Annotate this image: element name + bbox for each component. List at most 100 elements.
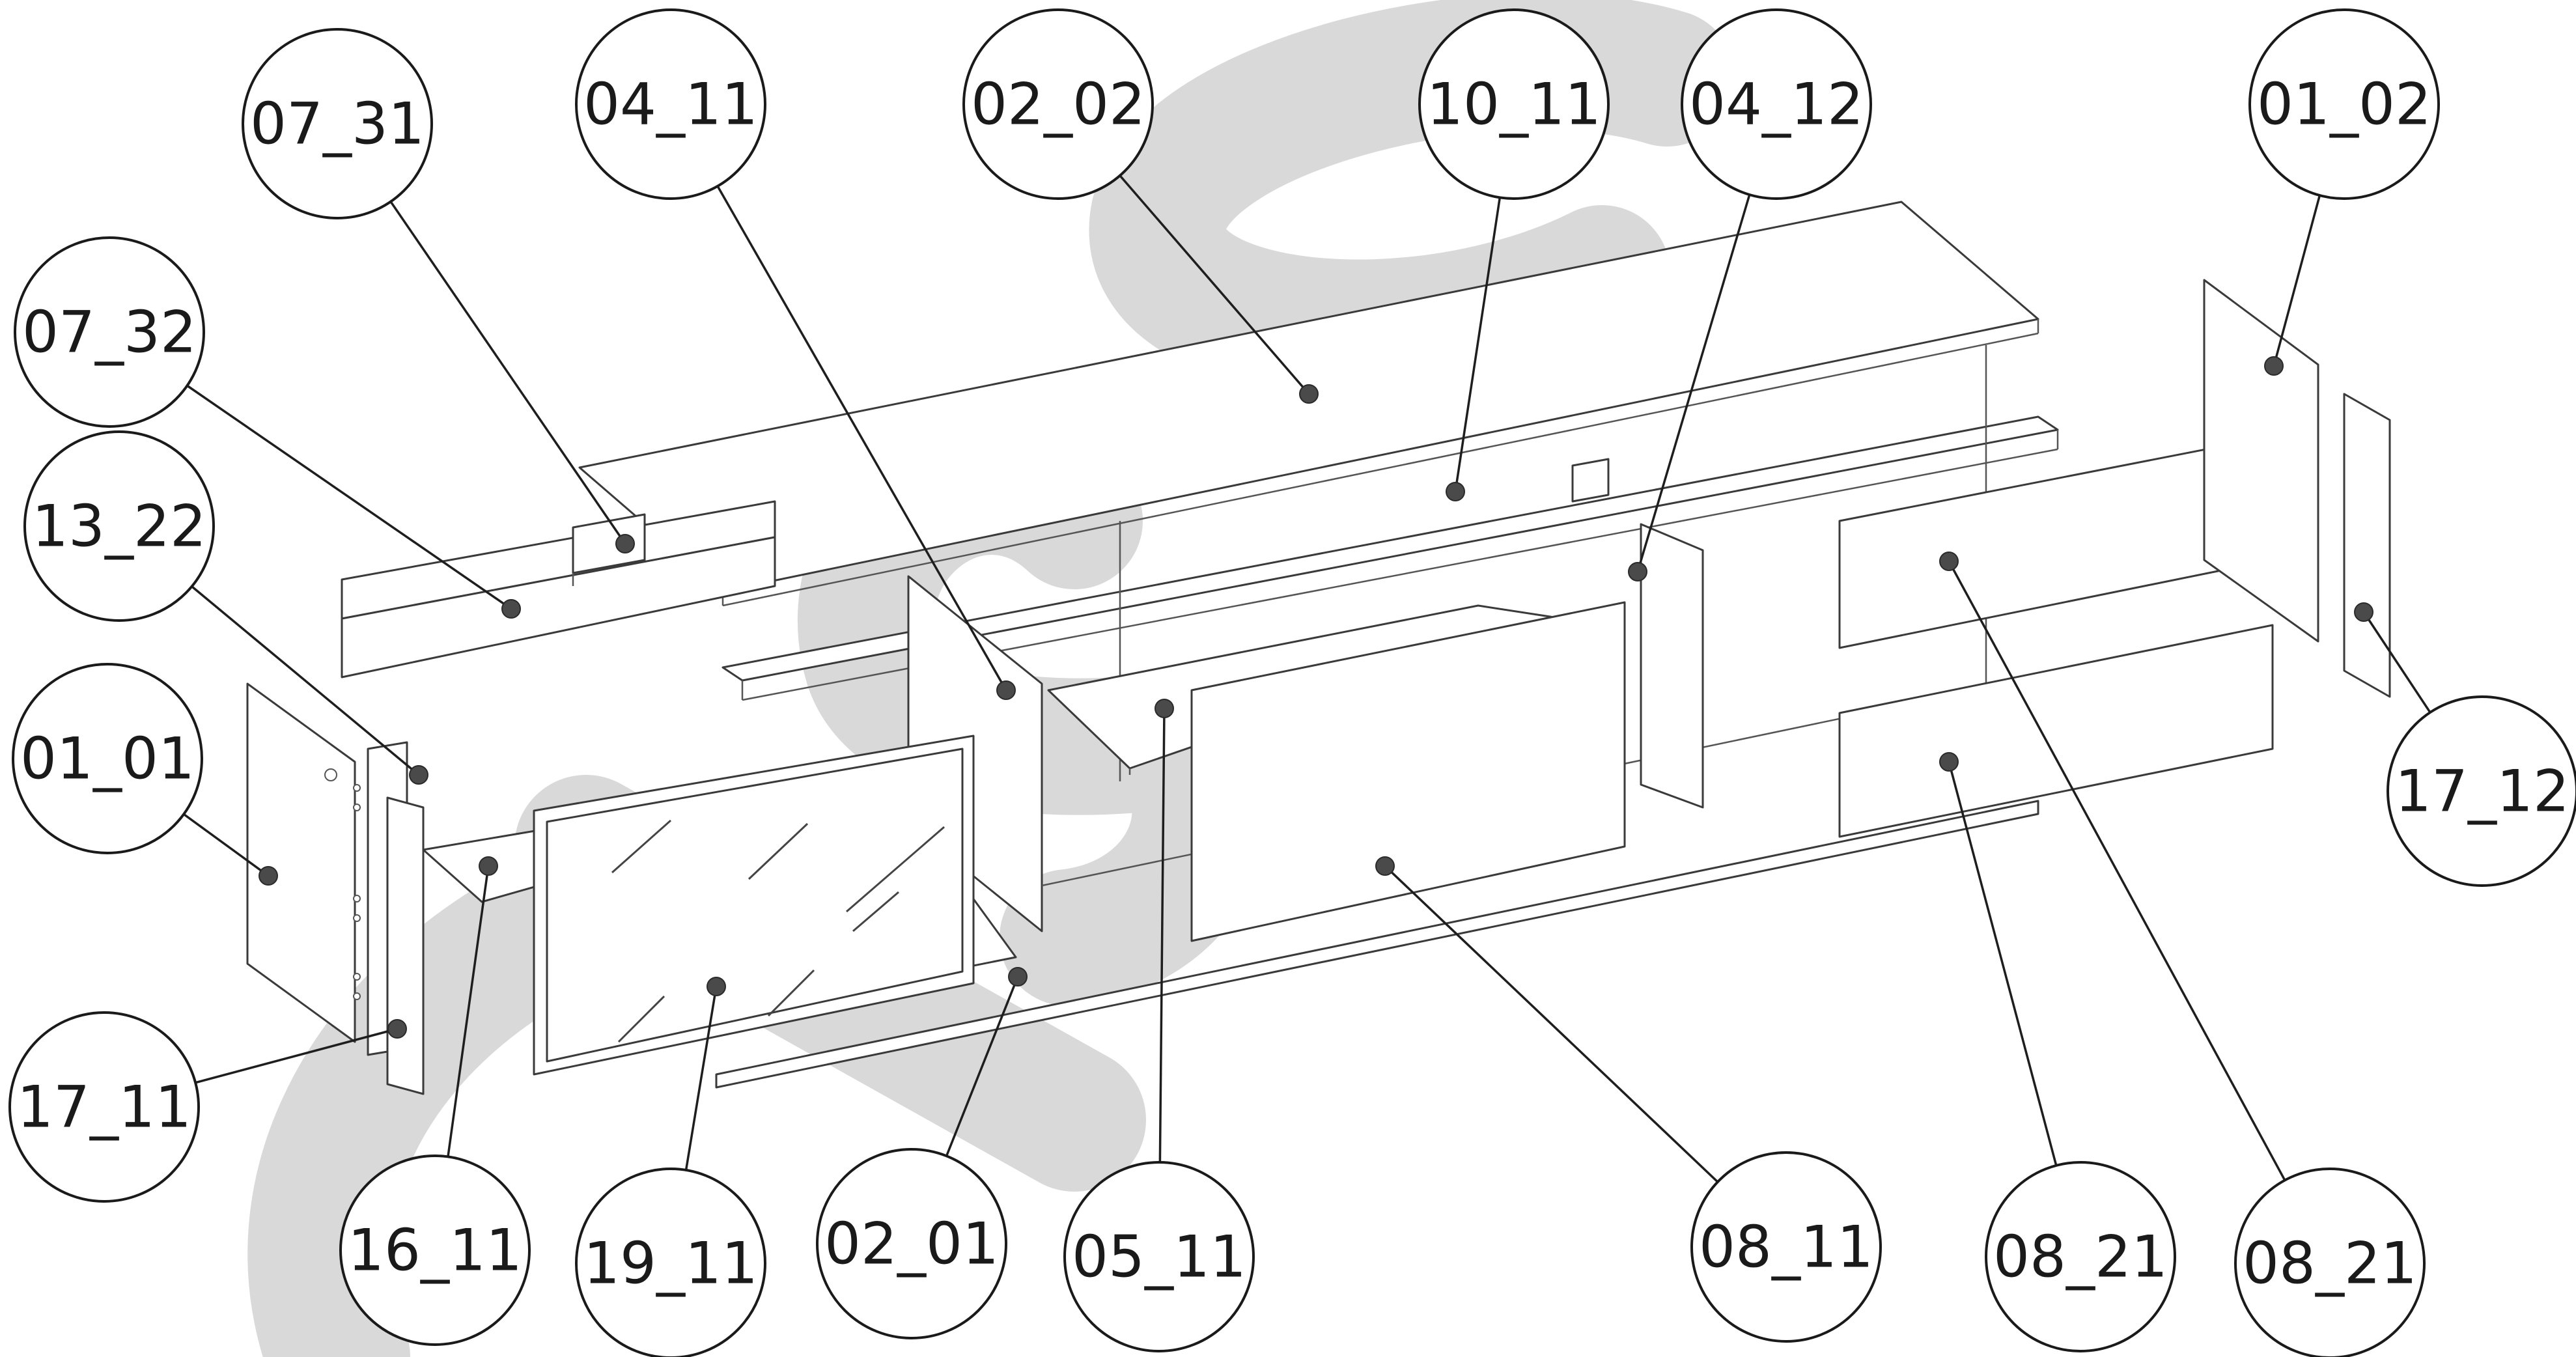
callout-circle [2248,8,2440,200]
leader-lines [183,175,2431,1183]
callout-label: 04_12 [1689,71,1864,138]
callout-01_01: 01_01 [12,663,203,854]
callout-circle [1690,1151,1882,1343]
callout-label: 08_11 [1699,1214,1873,1281]
callout-07_31: 07_31 [242,28,433,219]
callout-label: 02_01 [824,1210,999,1278]
leader-line-07_31 [389,201,626,544]
callout-label: 07_31 [250,91,425,158]
anchor-dot-04_11 [996,680,1016,700]
callout-circle [575,8,766,200]
callout-label: 19_11 [583,1230,758,1297]
leader-line-02_02 [1119,175,1310,395]
anchor-dot-01_02 [2264,356,2284,376]
callout-circle [23,430,215,622]
left-hinge-holes [353,784,361,1000]
callout-circle [1681,8,1872,200]
callout-label: 10_11 [1427,71,1601,138]
anchor-dot-02_02 [1299,384,1319,404]
leader-line-13_22 [191,585,420,776]
leader-line-10_11 [1454,197,1502,492]
leader-line-05_11 [1158,708,1166,1163]
callout-label: 16_11 [348,1217,522,1284]
callout-label: 07_32 [22,299,197,366]
leader-line-17_12 [2362,611,2431,714]
callout-05_11: 05_11 [1063,1161,1255,1352]
leader-line-02_01 [945,976,1019,1156]
callout-circle [339,1154,531,1346]
leader-line-08_21_upper [1948,561,2286,1181]
callout-label: 04_11 [583,71,758,138]
callout-circle [2387,695,2576,887]
anchor-dot-05_11 [1155,699,1174,718]
anchor-dot-08_21_upper [1939,552,1959,571]
anchor-dot-13_22 [409,765,428,785]
anchor-dot-08_11 [1375,856,1395,876]
callout-circle [2234,1168,2426,1357]
connector-block [572,513,646,574]
left-side-panel [246,682,356,1043]
right-partition-cap [1571,458,1610,503]
leader-line-01_02 [2273,195,2321,367]
callout-04_12: 04_12 [1681,8,1872,200]
callout-04_11: 04_11 [575,8,766,200]
leader-line-08_11 [1384,865,1719,1183]
callout-label: 01_02 [2257,71,2431,138]
anchor-dot-16_11 [479,856,498,876]
anchor-dot-10_11 [1446,482,1465,501]
anchor-dot-19_11 [707,977,726,996]
callout-circle [816,1148,1007,1339]
callout-label: 08_21 [1993,1224,2168,1291]
callout-bubbles: 07_31 04_11 02_02 10_11 04_12 01_02 07_32 13_22… [8,8,2576,1357]
anchor-dot-17_12 [2354,602,2373,622]
callout-08_21_upper: 08_21 [2234,1168,2426,1357]
callout-label: 17_12 [2395,758,2569,825]
callout-08_21_lower: 08_21 [1985,1161,2176,1352]
anchor-dot-08_21_lower [1939,752,1959,772]
callout-circle [962,8,1154,200]
top-rail-front-lower [341,536,776,678]
callout-label: 17_11 [17,1074,191,1141]
leader-line-04_12 [1636,194,1751,572]
leader-line-17_11 [195,1028,398,1084]
furniture-parts [246,201,2391,1095]
right-side-panel [2203,279,2319,643]
anchor-dot-07_31 [615,534,635,553]
left-hinge-strip [386,796,425,1095]
anchor-dot-01_01 [259,866,278,886]
glass-door [533,734,975,1076]
bottom-board [715,800,2039,1089]
anchor-dot-17_11 [387,1019,407,1039]
callout-02_01: 02_01 [816,1148,1007,1339]
callout-circle [1985,1161,2176,1352]
callout-circle [8,1011,200,1203]
callout-08_11: 08_11 [1690,1151,1882,1343]
leader-line-16_11 [447,865,490,1157]
callout-circle [242,28,433,219]
anchor-dot-04_12 [1628,562,1647,581]
callout-19_11: 19_11 [575,1168,766,1357]
callout-17_12: 17_12 [2387,695,2576,887]
callout-16_11: 16_11 [339,1154,531,1346]
right-lower-door [1838,624,2274,838]
callout-circle [1418,8,1610,200]
callout-02_02: 02_02 [962,8,1154,200]
callout-circle [12,663,203,854]
leader-line-19_11 [684,986,718,1171]
callout-label: 01_01 [20,725,195,792]
callout-label: 02_02 [971,71,1145,138]
leader-line-01_01 [183,813,270,877]
callout-circle [1063,1161,1255,1352]
callout-circle [575,1168,766,1357]
callout-10_11: 10_11 [1418,8,1610,200]
leader-line-04_11 [716,185,1007,691]
callout-label: 13_22 [32,493,206,560]
callout-circle [14,236,205,428]
anchor-dot-02_01 [1008,967,1028,986]
callout-07_32: 07_32 [14,236,205,428]
right-hinge-strip [2343,393,2391,698]
right-partition [1640,523,1704,809]
center-door [1190,601,1626,942]
leader-line-08_21_lower [1948,761,2058,1166]
